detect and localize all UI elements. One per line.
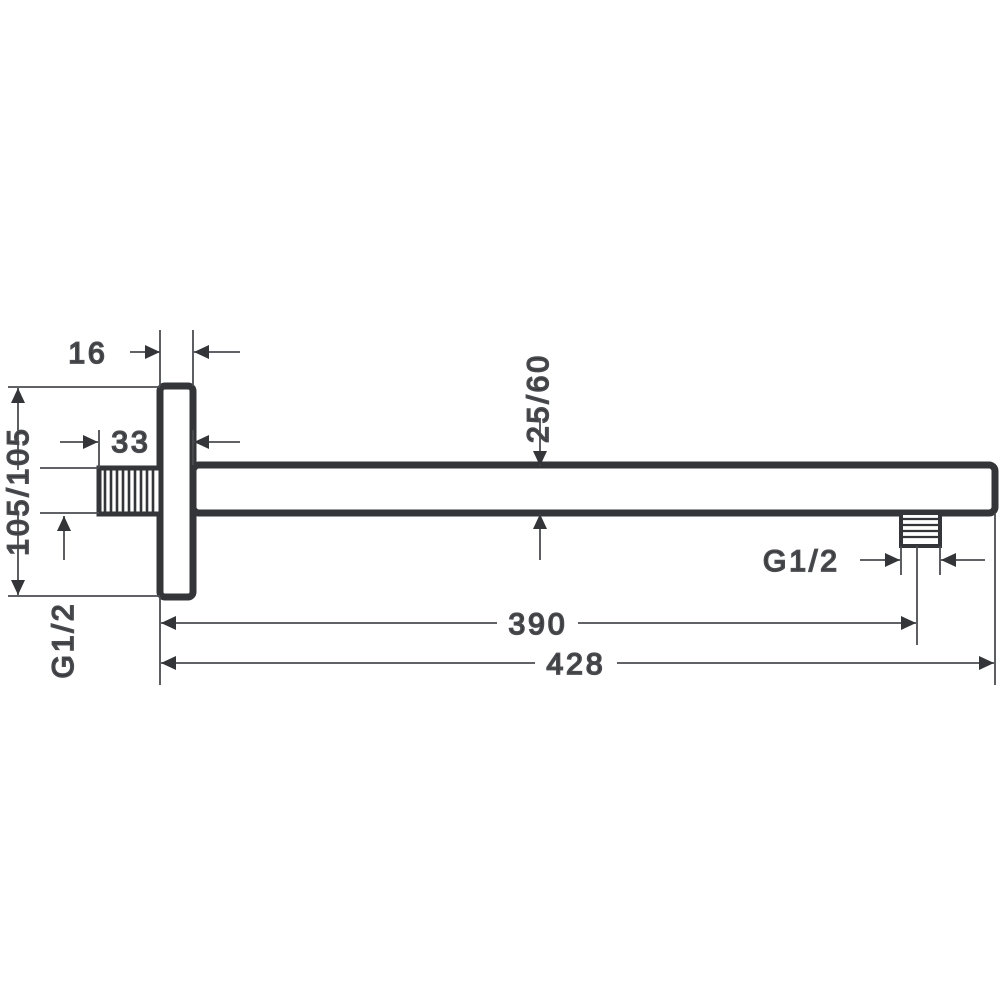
geometry-layer	[96, 382, 999, 601]
dim-390: 390	[161, 607, 916, 642]
dim-outlet-thread: G1/2	[762, 544, 985, 579]
label-g12-left: G1/2	[47, 601, 80, 678]
label-105-105: 105/105	[2, 426, 35, 555]
shower-outlet-nipple	[899, 511, 942, 548]
dim-plate-thickness: 16	[67, 336, 240, 371]
label-428: 428	[546, 648, 605, 681]
dim-arm-profile: 25/60	[521, 352, 556, 560]
label-16: 16	[68, 337, 107, 370]
label-33: 33	[111, 426, 150, 459]
wall-flange-plate	[156, 382, 197, 601]
shower-arm-body	[189, 461, 999, 517]
label-390: 390	[508, 608, 567, 641]
label-25-60: 25/60	[522, 353, 555, 443]
wall-inlet-nipple	[96, 465, 164, 517]
dim-wall-thread: G1/2	[46, 516, 81, 679]
label-g12-right: G1/2	[763, 545, 840, 578]
dimension-layer: 16 33 25/60 105/105 G1/2 G1	[1, 330, 996, 685]
dim-nipple-length: 33	[60, 425, 240, 460]
dim-plate-size: 105/105	[1, 388, 36, 595]
dim-428: 428	[161, 647, 994, 682]
